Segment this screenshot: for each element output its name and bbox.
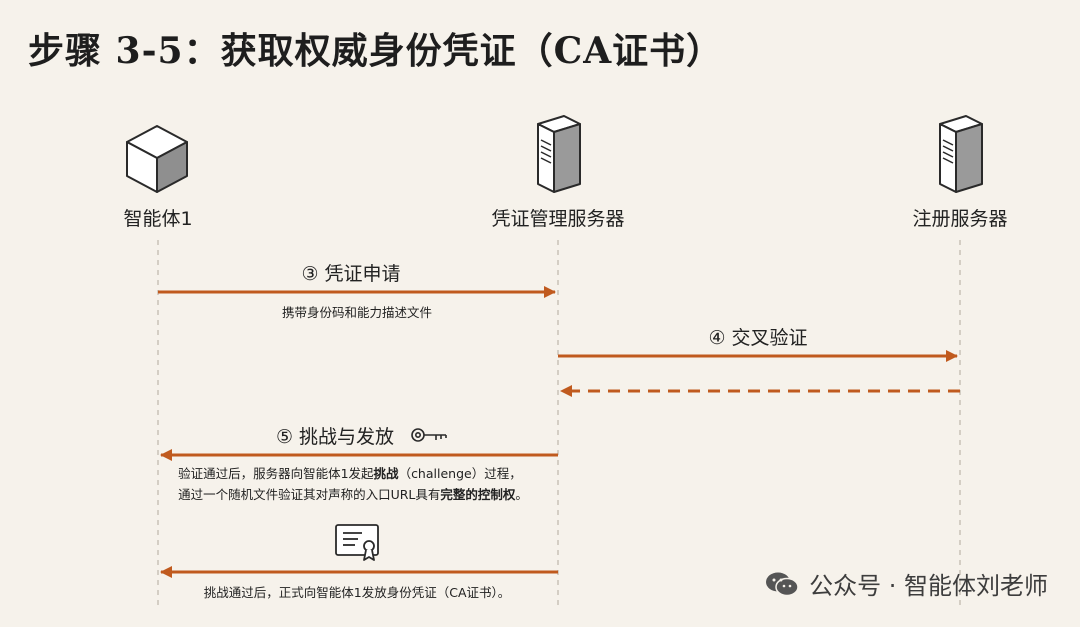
step3-note: 携带身份码和能力描述文件 (281, 305, 433, 320)
step4-label: ④ 交叉验证 (708, 327, 808, 349)
step5-note-line1: 验证通过后，服务器向智能体1发起挑战（challenge）过程， (178, 466, 522, 481)
watermark: 公众号 · 智能体刘老师 (765, 566, 1048, 601)
cube-icon (126, 125, 188, 193)
step5-note: 验证通过后，服务器向智能体1发起挑战（challenge）过程， 通过一个随机文… (178, 463, 528, 505)
page-title: 步骤 3-5：获取权威身份凭证（CA证书） (28, 30, 724, 72)
step3-label: ③ 凭证申请 (301, 263, 401, 285)
wechat-icon (765, 571, 799, 597)
actor-label-credential-server: 凭证管理服务器 (491, 208, 625, 230)
certificate-icon (335, 524, 379, 561)
watermark-text: 公众号 · 智能体刘老师 (809, 572, 1048, 600)
server-icon (939, 115, 983, 193)
server-icon (537, 115, 581, 193)
step5-note-line2: 通过一个随机文件验证其对声称的入口URL具有完整的控制权。 (178, 487, 528, 502)
key-icon (411, 428, 447, 442)
actor-label-registry-server: 注册服务器 (912, 208, 1008, 230)
step5-label: ⑤ 挑战与发放 (275, 426, 395, 448)
issue-note: 挑战通过后，正式向智能体1发放身份凭证（CA证书）。 (203, 585, 511, 600)
actor-label-agent: 智能体1 (123, 208, 193, 230)
